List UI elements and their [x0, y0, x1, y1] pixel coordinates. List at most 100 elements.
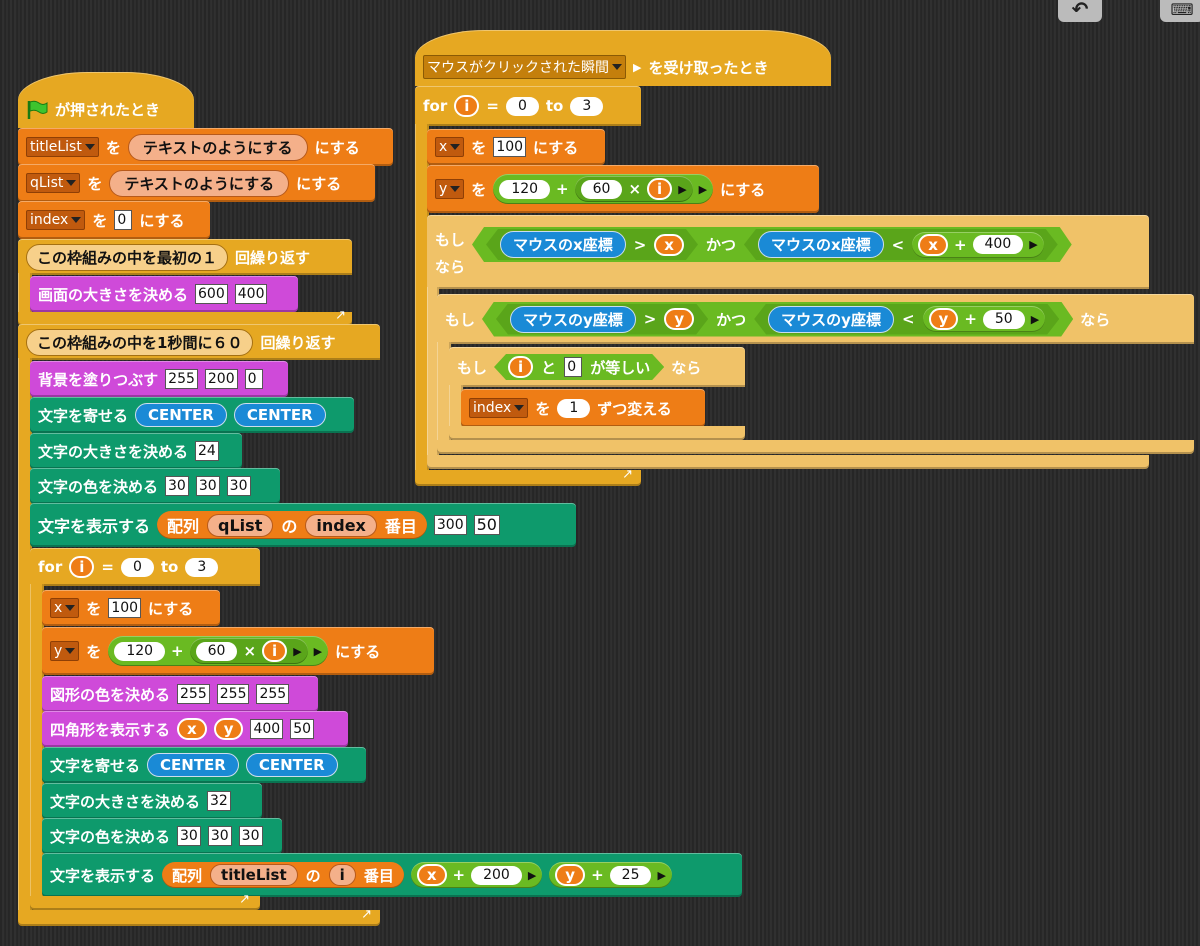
rect-w-field[interactable]: 400 [250, 719, 284, 739]
color-g-field[interactable]: 30 [207, 826, 232, 846]
expand-arrow-icon[interactable]: ▶ [1030, 312, 1040, 326]
if-block-2[interactable]: もし マウスのy座標 > y かつ マウスのy座標 < y + 50 ▶ なら [437, 294, 1194, 344]
dy-field[interactable]: 25 [609, 865, 652, 885]
gt-predicate[interactable]: マウスのy座標 > y [496, 304, 708, 335]
set-y-block[interactable]: y を 120 + 60 × i ▶ ▶ にする [42, 627, 434, 675]
size-field[interactable]: 32 [207, 791, 231, 811]
y-var-reporter[interactable]: y [664, 308, 694, 330]
list-name-pill[interactable]: titleList [210, 864, 298, 886]
mouse-y-reporter[interactable]: マウスのy座標 [510, 306, 636, 333]
sum-reporter[interactable]: y + 50 ▶ [923, 306, 1046, 332]
color-r-field[interactable]: 30 [177, 826, 201, 846]
product-reporter[interactable]: 60 × i ▶ [189, 638, 308, 664]
fill-color-block[interactable]: 図形の色を決める 255 255 255 [42, 676, 318, 712]
expand-arrow-icon[interactable]: ▶ [698, 182, 708, 196]
show-x-field[interactable]: 300 [433, 515, 467, 535]
list-index-pill[interactable]: i [328, 864, 356, 886]
factor-field[interactable]: 60 [580, 179, 623, 199]
align-v-pill[interactable]: CENTER [233, 403, 326, 427]
fill-g-field[interactable]: 255 [216, 684, 250, 704]
titlelist-var-dropdown[interactable]: titleList [26, 137, 99, 157]
list-name-pill[interactable]: qList [207, 513, 274, 537]
width-field[interactable]: 400 [973, 235, 1024, 254]
product-reporter[interactable]: 60 × i ▶ [574, 176, 693, 202]
x-value-field[interactable]: 100 [493, 137, 527, 157]
event-dropdown[interactable]: マウスがクリックされた瞬間 [423, 55, 626, 79]
equals-value-field[interactable]: 0 [564, 357, 582, 377]
repeat-per-second-block[interactable]: この枠組みの中を1秒間に６０ 回繰り返す [18, 324, 380, 360]
x-var-reporter[interactable]: x [918, 234, 948, 256]
align-v-pill[interactable]: CENTER [245, 753, 338, 777]
canvas-width-field[interactable]: 600 [195, 284, 228, 304]
set-titlelist-block[interactable]: titleList を テキストのようにする にする [18, 128, 393, 166]
list-item-reporter[interactable]: 配列 titleList の i 番目 [162, 862, 404, 888]
set-qlist-block[interactable]: qList を テキストのようにする にする [18, 164, 375, 202]
x-value-field[interactable]: 100 [108, 598, 142, 618]
text-show-block-1[interactable]: 文字を表示する 配列 qList の index 番目 300 50 [30, 503, 576, 547]
for-loop-block-2[interactable]: for i = 0 to 3 [415, 86, 641, 126]
for-to-field[interactable]: 3 [185, 557, 219, 577]
set-x-block[interactable]: x を 100 にする [42, 590, 220, 626]
set-index-block[interactable]: index を 0 にする [18, 201, 210, 239]
y-var-reporter[interactable]: y [555, 864, 586, 886]
change-index-block[interactable]: index を 1 ずつ変える [461, 389, 705, 427]
loop-var-i[interactable]: i [69, 556, 95, 578]
canvas-size-block[interactable]: 画面の大きさを決める 600 400 [30, 276, 298, 312]
text-show-block-2[interactable]: 文字を表示する 配列 titleList の i 番目 x + 200 ▶ y … [42, 853, 742, 897]
lt-predicate[interactable]: マウスのy座標 < y + 50 ▶ [754, 304, 1059, 335]
color-b-field[interactable]: 30 [226, 476, 251, 496]
size-field[interactable]: 24 [195, 441, 219, 461]
set-y-block-2[interactable]: y を 120 + 60 × i ▶ ▶ にする [427, 165, 819, 213]
var-i-reporter[interactable]: i [262, 640, 288, 662]
change-by-field[interactable]: 1 [557, 398, 591, 418]
text-color-block-1[interactable]: 文字の色を決める 30 30 30 [30, 468, 280, 504]
expand-arrow-icon[interactable]: ▶ [313, 644, 323, 658]
y-var-dropdown[interactable]: y [50, 641, 80, 661]
align-h-pill[interactable]: CENTER [147, 753, 239, 777]
x-sum-reporter[interactable]: x + 200 ▶ [410, 862, 543, 888]
list-index-pill[interactable]: index [305, 513, 377, 537]
factor-field[interactable]: 60 [195, 641, 238, 661]
if-block-1[interactable]: もし なら マウスのx座標 > x かつ マウスのx座標 < x + 400 ▶ [427, 215, 1149, 289]
list-item-reporter[interactable]: 配列 qList の index 番目 [157, 511, 427, 539]
color-r-field[interactable]: 30 [165, 476, 189, 496]
for-loop-block[interactable]: for i = 0 to 3 [30, 548, 260, 586]
for-to-field[interactable]: 3 [570, 96, 604, 116]
text-color-block-2[interactable]: 文字の色を決める 30 30 30 [42, 818, 282, 854]
index-value-field[interactable]: 0 [114, 210, 133, 230]
for-from-field[interactable]: 0 [505, 96, 539, 116]
text-align-block-1[interactable]: 文字を寄せる CENTER CENTER [30, 397, 354, 433]
show-y-field[interactable]: 50 [473, 515, 500, 535]
addend-field[interactable]: 120 [499, 179, 551, 199]
x-var-dropdown[interactable]: x [435, 137, 465, 157]
background-fill-block[interactable]: 背景を塗りつぶす 255 200 0 [30, 361, 288, 397]
keyboard-button[interactable]: ⌨ [1160, 0, 1200, 22]
if-block-3[interactable]: もし i と 0 が等しい なら [449, 347, 745, 387]
align-h-pill[interactable]: CENTER [135, 403, 227, 427]
rect-block[interactable]: 四角形を表示する x y 400 50 [42, 711, 348, 747]
index-var-dropdown[interactable]: index [469, 398, 529, 418]
mouse-y-reporter[interactable]: マウスのy座標 [768, 306, 894, 333]
expand-arrow-icon[interactable]: ▶ [657, 868, 666, 882]
text-align-block-2[interactable]: 文字を寄せる CENTER CENTER [42, 747, 366, 783]
y-sum-reporter[interactable]: y + 25 ▶ [549, 862, 672, 888]
and-predicate[interactable]: マウスのy座標 > y かつ マウスのy座標 < y + 50 ▶ [482, 302, 1073, 337]
addend-field[interactable]: 120 [114, 641, 166, 661]
expand-arrow-icon[interactable]: ▶ [633, 60, 642, 74]
rect-h-field[interactable]: 50 [290, 719, 315, 739]
text-size-block-1[interactable]: 文字の大きさを決める 24 [30, 433, 242, 469]
expand-arrow-icon[interactable]: ▶ [293, 644, 302, 658]
bg-g-field[interactable]: 200 [204, 369, 238, 389]
green-flag-hat-block[interactable] [18, 72, 194, 128]
text-value-pill[interactable]: テキストのようにする [109, 169, 290, 197]
text-size-block-2[interactable]: 文字の大きさを決める 32 [42, 783, 262, 819]
expand-arrow-icon[interactable]: ▶ [678, 182, 687, 196]
for-from-field[interactable]: 0 [120, 557, 154, 577]
undo-button[interactable]: ↶ [1058, 0, 1102, 22]
mouse-x-reporter[interactable]: マウスのx座標 [758, 231, 884, 258]
var-i-reporter[interactable]: i [508, 356, 533, 378]
canvas-height-field[interactable]: 400 [234, 284, 268, 304]
text-value-pill[interactable]: テキストのようにする [127, 133, 308, 161]
bg-r-field[interactable]: 255 [165, 369, 198, 389]
height-field[interactable]: 50 [983, 310, 1025, 329]
